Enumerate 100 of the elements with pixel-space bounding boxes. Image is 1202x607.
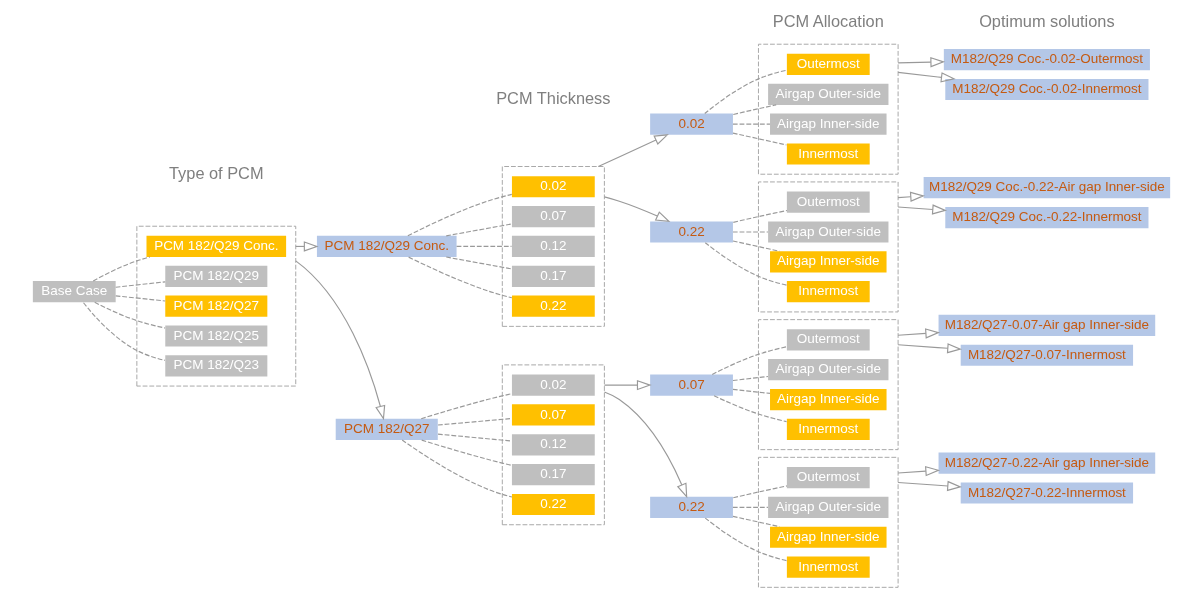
label: PCM Thickness: [495, 89, 610, 108]
connector: [731, 123, 771, 125]
arrow: [897, 480, 962, 492]
connector: [114, 295, 166, 302]
node-box: 0.22: [649, 221, 733, 243]
node-box: Airgap Inner-side: [769, 388, 887, 411]
connector: [713, 395, 787, 423]
node-box: Airgap Inner-side: [769, 526, 887, 548]
connector: [82, 302, 165, 361]
arrow: [603, 196, 670, 223]
connector: [407, 256, 512, 299]
node-box: Base Case: [32, 281, 116, 303]
node-box: Innermost: [786, 281, 870, 303]
node-box: Outermost: [786, 53, 870, 76]
arrow: [603, 391, 687, 499]
connector: [436, 417, 512, 426]
node-box: Airgap Outer-side: [767, 359, 888, 381]
connector: [445, 223, 512, 237]
arrow: [897, 343, 962, 354]
cluster: [135, 225, 296, 387]
connector: [445, 256, 512, 270]
arrow: [897, 204, 947, 215]
node-box: M182/Q27-0.22-Innermost: [960, 482, 1133, 504]
node-box: Innermost: [786, 556, 870, 578]
cluster: [757, 43, 899, 175]
node-box: Airgap Outer-side: [767, 221, 888, 243]
node-box: Airgap Inner-side: [769, 113, 887, 135]
node-box: 0.22: [511, 295, 595, 317]
arrow: [897, 57, 945, 68]
node-box: 0.12: [511, 235, 595, 258]
arrow: [597, 134, 669, 168]
connector: [93, 301, 166, 329]
node-box: 0.12: [511, 434, 595, 456]
node-box: PCM 182/Q29 Conc.: [316, 235, 457, 258]
node-box: M182/Q29 Coc.-0.02-Innermost: [944, 78, 1148, 101]
node-box: PCM 182/Q29 Conc.: [146, 235, 286, 258]
cluster: [757, 319, 899, 451]
node-box: M182/Q29 Coc.-0.22-Air gap Inner-side: [923, 177, 1170, 199]
connector: [711, 346, 787, 375]
node-box: M182/Q27-0.22-Air gap Inner-side: [938, 452, 1155, 474]
cluster: [757, 456, 899, 588]
connector: [420, 439, 512, 466]
node-box: 0.02: [649, 113, 733, 135]
arrow: [294, 260, 385, 421]
connector: [732, 104, 777, 116]
arrow: [897, 328, 940, 339]
arrow: [897, 71, 956, 83]
connector: [731, 132, 787, 146]
connector: [420, 393, 512, 420]
label: Type of PCM: [168, 164, 264, 183]
node-box: 0.07: [511, 206, 595, 228]
arrow: [603, 379, 652, 391]
node-box: 0.17: [511, 265, 595, 287]
connector: [731, 388, 771, 394]
connector: [114, 281, 166, 288]
node-box: M182/Q29 Coc.-0.02-Outermost: [943, 49, 1150, 71]
node-box: PCM 182/Q27: [335, 418, 438, 440]
node-box: Outermost: [786, 466, 870, 489]
node-box: Innermost: [786, 418, 870, 440]
connector: [731, 231, 769, 233]
connector: [731, 375, 769, 382]
connector: [92, 256, 150, 282]
node-box: Outermost: [786, 329, 870, 351]
arrow: [897, 465, 940, 477]
node-box: 0.17: [511, 464, 595, 486]
connector: [703, 69, 787, 115]
node-box: M182/Q27-0.07-Innermost: [960, 344, 1133, 366]
node-box: PCM 182/Q27: [164, 295, 267, 317]
connector: [406, 193, 512, 237]
connector: [436, 433, 512, 442]
node-box: PCM 182/Q23: [164, 355, 267, 377]
connector: [732, 485, 787, 499]
node-box: PCM 182/Q25: [164, 325, 267, 347]
node-box: 0.22: [649, 496, 733, 518]
node-box: 0.02: [511, 176, 595, 198]
cluster: [757, 181, 899, 313]
label: Optimum solutions: [978, 11, 1115, 30]
node-box: 0.07: [649, 374, 733, 396]
cluster: [501, 364, 605, 526]
node-box: Airgap Inner-side: [769, 251, 887, 273]
node-box: PCM 182/Q29: [164, 265, 267, 287]
connector: [731, 515, 780, 528]
node-box: 0.02: [511, 374, 595, 396]
connector: [732, 209, 787, 223]
cluster: [501, 166, 605, 327]
connector: [704, 242, 787, 286]
label: PCM Allocation: [772, 11, 884, 30]
connector: [401, 439, 512, 498]
node-box: Outermost: [786, 191, 870, 213]
connector: [731, 240, 780, 252]
arrow: [897, 191, 925, 202]
connector: [731, 506, 769, 508]
node-box: 0.07: [511, 404, 595, 426]
connector: [455, 245, 512, 247]
node-box: 0.22: [511, 493, 595, 516]
node-box: M182/Q27-0.07-Air gap Inner-side: [938, 314, 1155, 336]
connector: [704, 517, 787, 562]
node-box: Airgap Outer-side: [767, 83, 888, 105]
node-box: Innermost: [786, 143, 870, 165]
node-box: M182/Q29 Coc.-0.22-Innermost: [944, 206, 1148, 229]
